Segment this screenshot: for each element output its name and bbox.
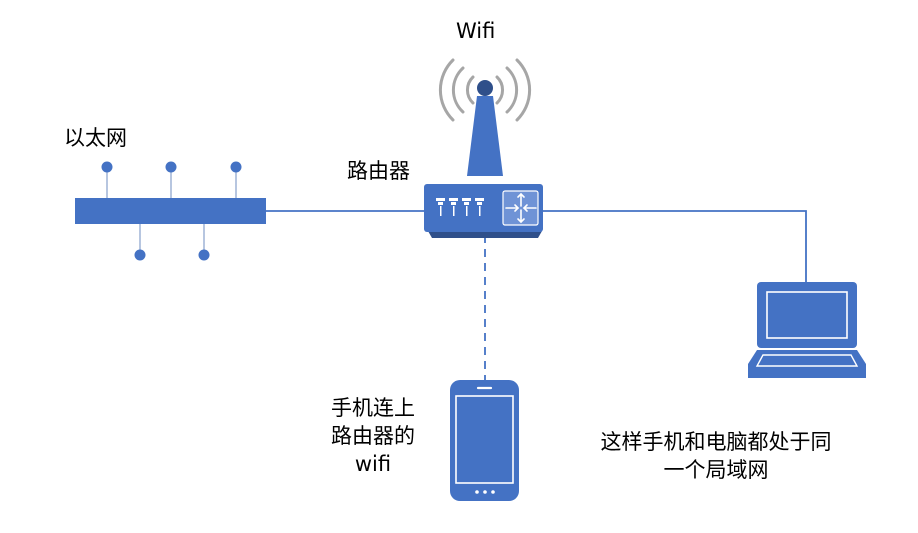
router-icon: [424, 80, 543, 238]
phone-caption: 手机连上 路由器的 wifi: [318, 394, 428, 478]
lan-caption-line: 一个局域网: [663, 458, 769, 482]
wifi-signal-icon: [438, 58, 532, 122]
lan-caption: 这样手机和电脑都处于同 一个局域网: [585, 428, 847, 484]
laptop-icon: [748, 282, 866, 378]
ethernet-label: 以太网: [64, 126, 127, 150]
phone-caption-line: wifi: [354, 452, 392, 476]
lan-caption-line: 这样手机和电脑都处于同: [600, 430, 832, 454]
router-laptop-link: [543, 210, 807, 292]
smartphone-icon: [450, 380, 519, 501]
router-label: 路由器: [347, 159, 410, 183]
phone-caption-line: 手机连上: [331, 396, 415, 420]
wifi-label: Wifi: [456, 19, 496, 43]
ethernet-bus-icon: [75, 161, 266, 261]
phone-caption-line: 路由器的: [331, 424, 415, 448]
